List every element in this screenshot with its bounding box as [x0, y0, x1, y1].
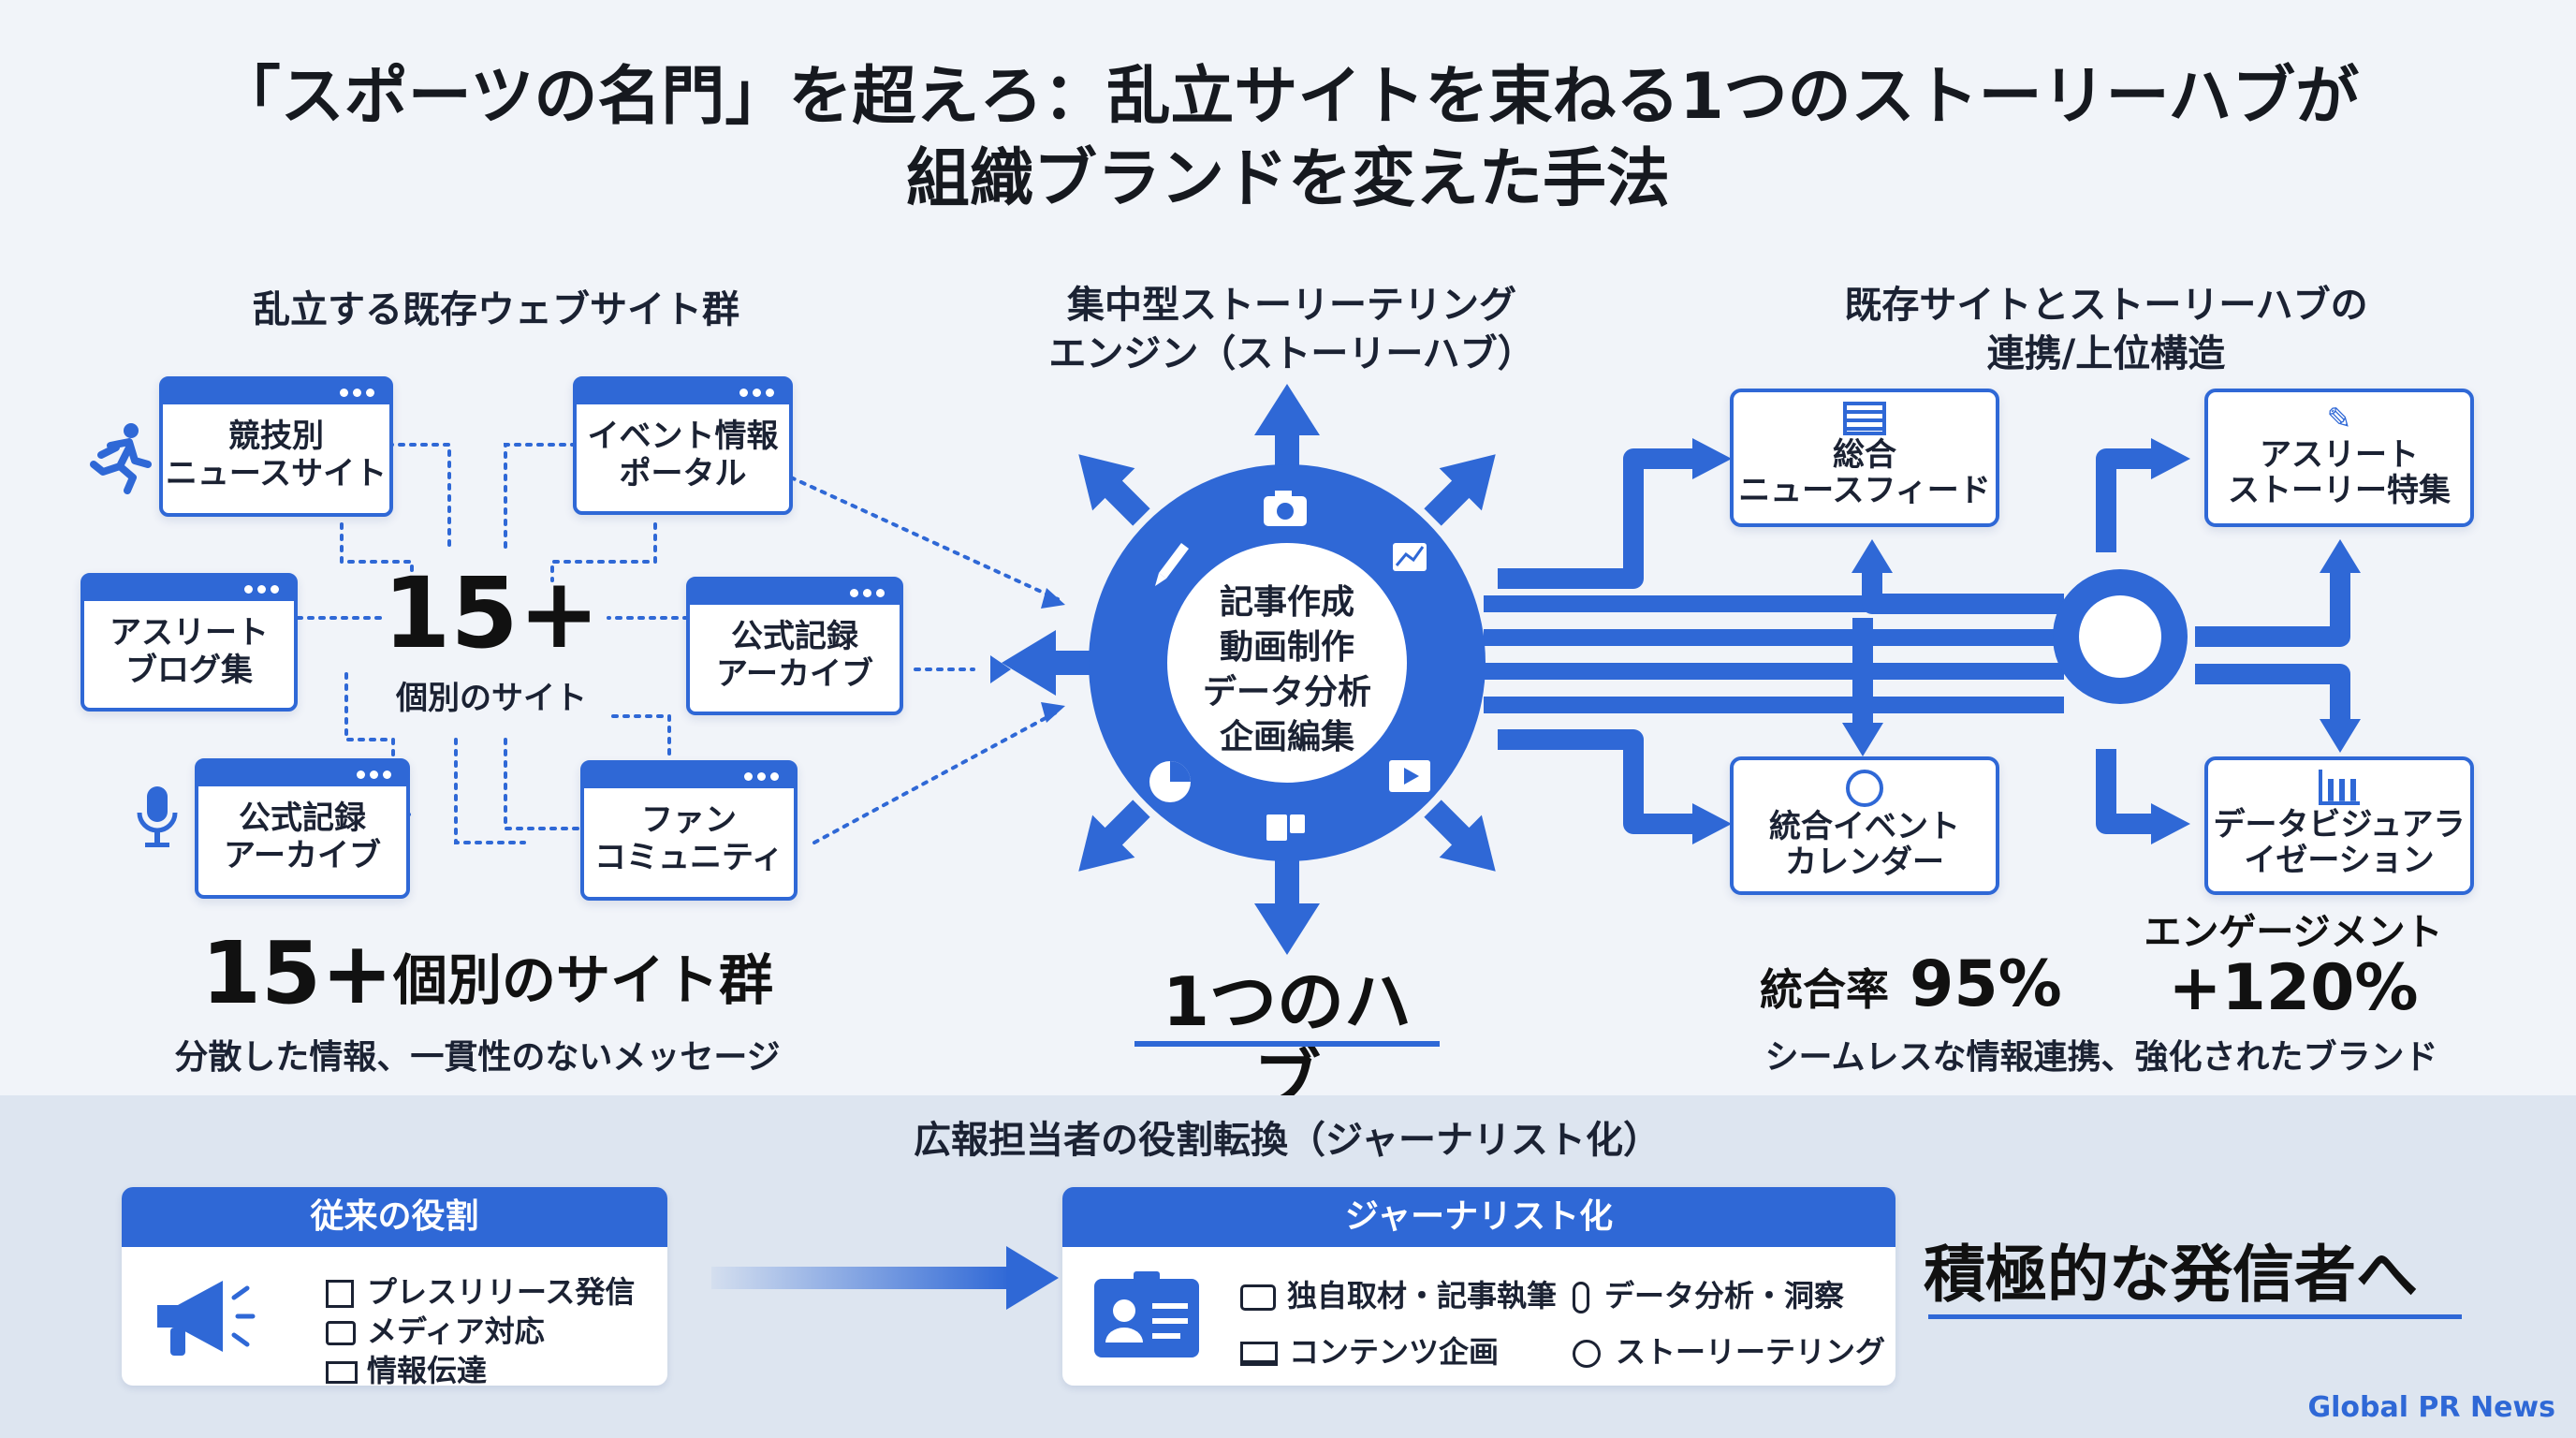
hub-caption-underline: [1134, 1041, 1440, 1047]
envelope-icon: [326, 1361, 358, 1384]
site-box-fan-community: ファンコミュニティ: [580, 760, 798, 901]
transition-arrow: [711, 1267, 1011, 1289]
magnifier-icon: [1573, 1340, 1601, 1368]
old-role-panel: 従来の役割 プレスリリース発信 メディア対応 情報伝達: [122, 1187, 667, 1386]
node-news-feed: 総合ニュースフィード: [1730, 389, 1999, 527]
left-stat-label: 個別のサイト群: [393, 948, 774, 1012]
camera-icon: [1240, 1284, 1276, 1311]
newspaper-icon: [1843, 402, 1886, 435]
site-box-athlete-blogs: アスリートブログ集: [80, 573, 298, 712]
integration-label: 統合率: [1760, 964, 1889, 1015]
result-underline: [1928, 1314, 2462, 1319]
clock-icon: [1846, 770, 1883, 807]
microphone-icon: [137, 786, 178, 847]
role-shift-heading: 広報担当者の役割転換（ジャーナリスト化）: [914, 1119, 1661, 1162]
new-role-title: ジャーナリスト化: [1062, 1187, 1895, 1247]
integration-value: 95%: [1910, 947, 2062, 1021]
document-icon: [326, 1280, 354, 1308]
engagement-label: エンゲージメント: [2144, 911, 2443, 954]
site-count-label: 個別のサイト: [396, 680, 587, 717]
node-data-visualization: データビジュアライゼーション: [2204, 756, 2474, 895]
right-heading: 既存サイトとストーリーハブの連携/上位構造: [1844, 284, 2368, 375]
footer-brand: Global PR News: [2307, 1391, 2555, 1424]
runner-icon: [90, 423, 152, 494]
node-athlete-stories: ✎ アスリートストーリー特集: [2204, 389, 2474, 527]
site-box-sports-news: 競技別ニュースサイト: [159, 376, 393, 517]
microphone-small-icon: [1573, 1282, 1589, 1313]
site-box-records-archive-1: 公式記録アーカイブ: [686, 577, 903, 715]
pen-icon: ✎: [2326, 401, 2352, 436]
hub-functions: 記事作成 動画制作 データ分析 企画編集: [1202, 583, 1371, 756]
site-box-records-archive-2: 公式記録アーカイブ: [195, 758, 410, 899]
left-stat-number: 15+: [201, 923, 394, 1023]
engagement-value: +120%: [2168, 951, 2419, 1025]
megaphone-icon: [157, 1281, 256, 1356]
left-heading: 乱立する既存ウェブサイト群: [253, 288, 739, 331]
right-stat-description: シームレスな情報連携、強化されたブランド: [1764, 1038, 2438, 1077]
laptop-icon: [1240, 1342, 1278, 1366]
transition-arrow-head: [1006, 1246, 1059, 1310]
page-title: 「スポーツの名門」を超えろ：乱立サイトを束ねる1つのストーリーハブが 組織ブラン…: [216, 60, 2360, 216]
center-heading: 集中型ストーリーテリングエンジン（ストーリーハブ）: [1048, 284, 1535, 375]
site-box-event-portal: イベント情報ポータル: [573, 376, 793, 515]
result-text: 積極的な発信者へ: [1924, 1239, 2418, 1311]
chat-icon: [326, 1321, 356, 1345]
bar-chart-icon: [2319, 770, 2360, 805]
node-event-calendar: 統合イベントカレンダー: [1730, 756, 1999, 895]
id-badge-icon: [1094, 1271, 1199, 1357]
left-stat-description: 分散した情報、一貫性のないメッセージ: [174, 1038, 781, 1077]
site-count-number: 15+: [383, 556, 600, 670]
new-role-panel: ジャーナリスト化 独自取材・記事執筆 データ分析・洞察 コンテンツ企画 ストーリ…: [1062, 1187, 1895, 1386]
old-role-title: 従来の役割: [122, 1187, 667, 1247]
